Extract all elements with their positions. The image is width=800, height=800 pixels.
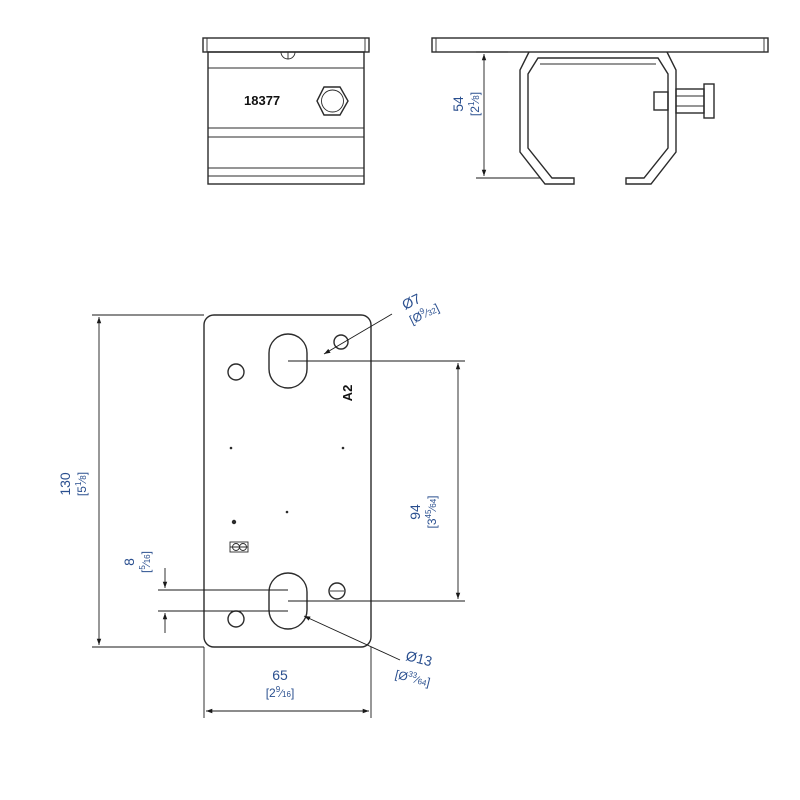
plate-view: A2 130 [51⁄8] 94 [345⁄64] 8 [5⁄16] 65 (57, 290, 465, 718)
part-number: 18377 (244, 93, 280, 108)
front-view-top-flange (202, 37, 370, 53)
dim-metric: 8 (121, 558, 137, 566)
dim-metric: Ø13 (404, 647, 434, 669)
side-view-top-flange (431, 37, 769, 53)
hole-small-top-right (333, 334, 349, 350)
dim-imperial: [5⁄16] (138, 551, 153, 573)
dim-imperial: [345⁄64] (424, 495, 439, 528)
hex-nut-washer (321, 89, 344, 113)
c-channel-profile (519, 51, 677, 185)
hex-nut-icon (316, 86, 349, 116)
plate-dot (341, 446, 345, 450)
plate-dot (229, 446, 233, 450)
dim-label-channel-height: 54 [21⁄8] (450, 92, 482, 116)
plate-dot (231, 519, 237, 525)
bolt-head-icon (703, 83, 715, 119)
leader-small-hole (323, 313, 393, 355)
plate-dot (285, 510, 289, 514)
dim-label-slot-width: 8 [5⁄16] (121, 551, 153, 573)
front-view-body (207, 51, 365, 185)
dim-metric: 94 (407, 504, 423, 520)
plate-outline (203, 314, 372, 648)
dim-label-small-hole: Ø7 [Ø9⁄32] (399, 290, 441, 327)
front-view: 18377 (202, 37, 370, 185)
leader-large-slot (303, 615, 401, 661)
bolt-nut (653, 91, 669, 111)
dim-imperial: [21⁄8] (467, 92, 482, 116)
dim-label-large-slot: Ø13 [Ø33⁄64] (394, 647, 434, 689)
plate-mark: A2 (340, 385, 355, 402)
side-view: 54 [21⁄8] (431, 37, 769, 185)
dim-imperial: [Ø33⁄64] (394, 666, 432, 689)
dim-metric-plate-width: 65 (272, 667, 288, 683)
certification-mark-icon (229, 541, 249, 553)
dim-metric: 130 (57, 472, 73, 496)
dim-label-slot-spacing: 94 [345⁄64] (407, 495, 439, 528)
bolt-shaft (675, 88, 705, 114)
dim-metric: Ø7 (399, 290, 423, 313)
screw-bottom-right-icon (328, 582, 346, 600)
dim-imperial-plate-width: [29⁄16] (266, 685, 295, 700)
dim-imperial: [51⁄8] (74, 472, 89, 496)
dim-label-plate-height: 130 [51⁄8] (57, 472, 89, 496)
hole-top-left (227, 363, 245, 381)
dim-metric: 54 (450, 96, 466, 112)
hole-bottom-left (227, 610, 245, 628)
